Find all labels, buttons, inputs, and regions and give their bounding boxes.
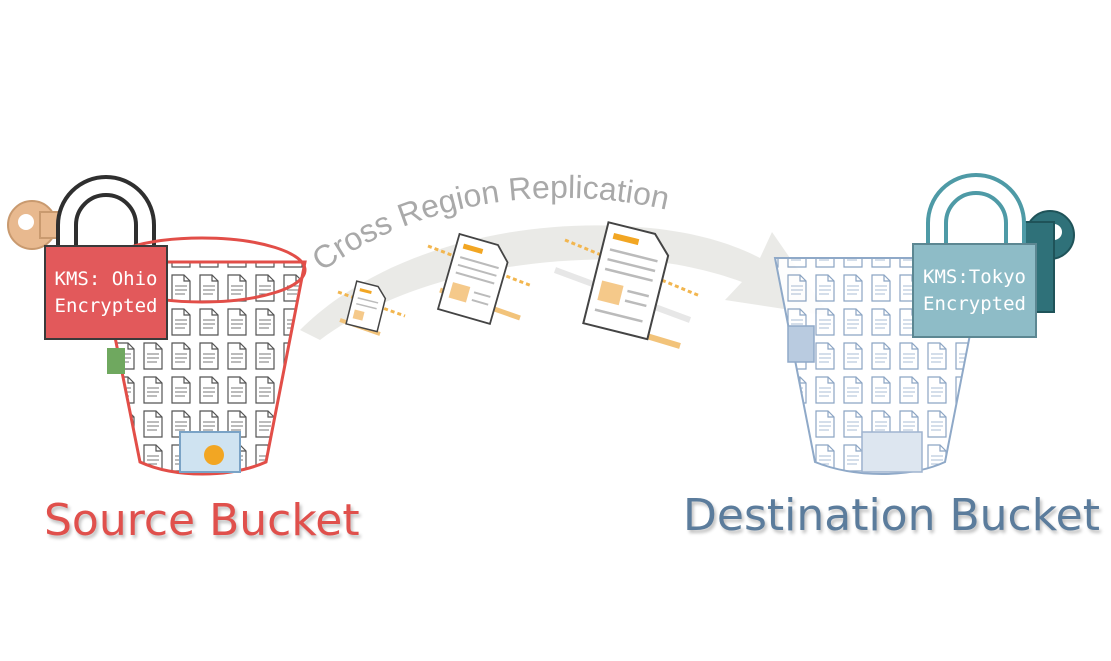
source-kms-region: KMS: Ohio (54, 267, 158, 290)
source-kms-label: KMS: Ohio Encrypted (44, 245, 168, 340)
source-bucket-caption: Source Bucket (44, 495, 360, 546)
destination-kms-region: KMS:Tokyo (923, 265, 1026, 288)
source-kms-status: Encrypted (54, 294, 158, 317)
destination-bucket-caption: Destination Bucket (683, 490, 1100, 541)
document-icon-large (553, 221, 701, 349)
document-icon-small (337, 280, 406, 336)
destination-padlock-icon (926, 173, 1026, 250)
document-icon-medium (427, 232, 533, 326)
destination-kms-label: KMS:Tokyo Encrypted (912, 243, 1037, 338)
replication-arrow (300, 225, 830, 340)
destination-kms-status: Encrypted (923, 292, 1026, 315)
source-padlock-icon (56, 175, 156, 252)
